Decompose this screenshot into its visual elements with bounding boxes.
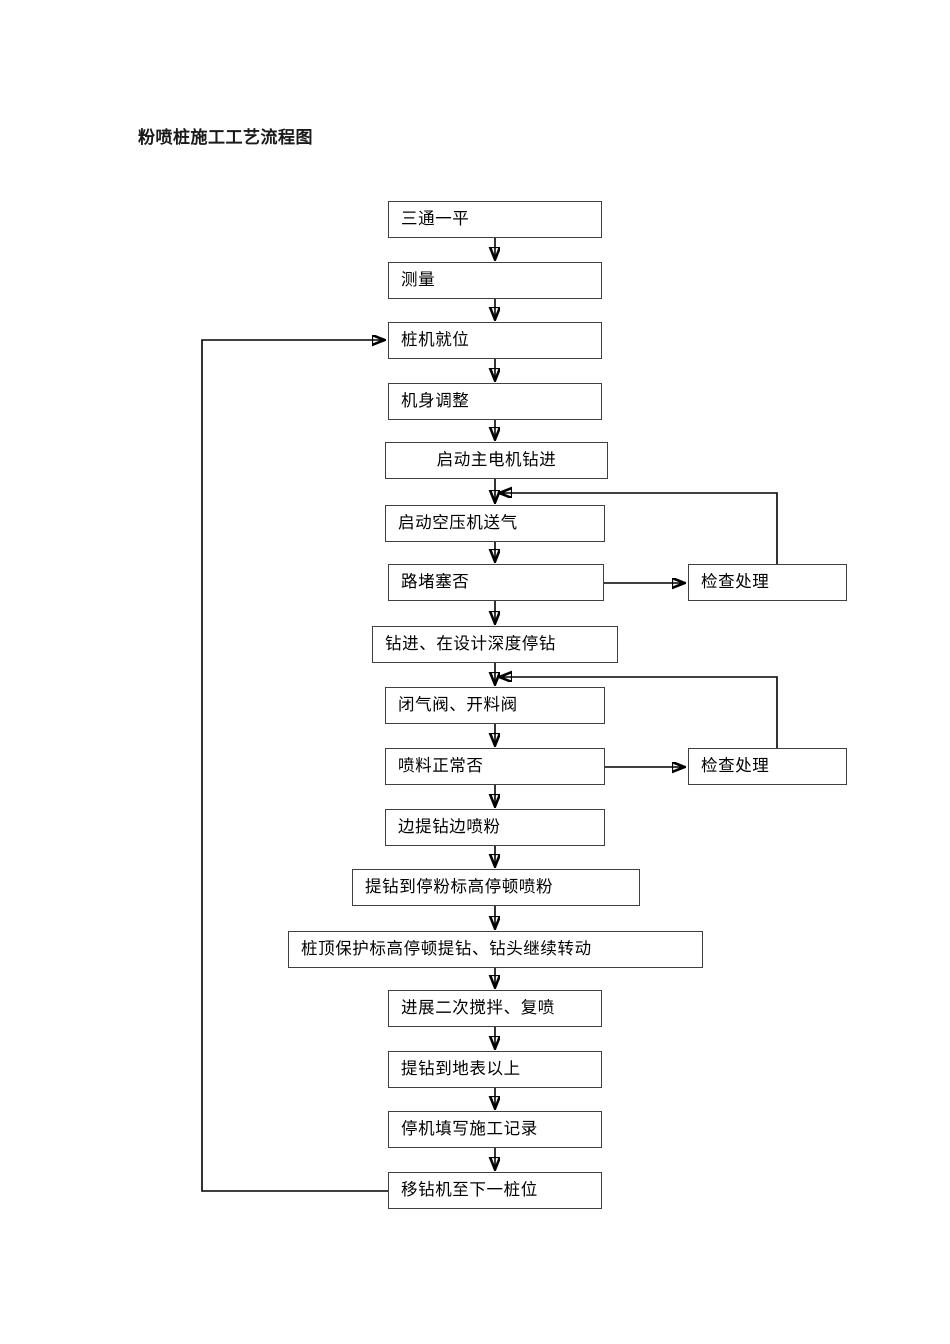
flow-node-n14[interactable]: 进展二次搅拌、复喷 — [388, 990, 602, 1027]
flow-node-n13[interactable]: 桩顶保护标高停顿提钻、钻头继续转动 — [288, 931, 703, 968]
flow-node-label: 钻进、在设计深度停钻 — [385, 634, 556, 654]
flow-node-label: 边提钻边喷粉 — [398, 817, 501, 837]
flow-node-label: 移钻机至下一桩位 — [401, 1180, 538, 1200]
flow-node-label: 喷料正常否 — [398, 756, 484, 776]
flow-node-n9[interactable]: 闭气阀、开料阀 — [385, 687, 605, 724]
flow-node-n12[interactable]: 提钻到停粉标高停顿喷粉 — [352, 869, 640, 906]
flow-node-label: 提钻到停粉标高停顿喷粉 — [365, 877, 554, 897]
flow-node-n2[interactable]: 测量 — [388, 262, 602, 299]
flow-node-n15[interactable]: 提钻到地表以上 — [388, 1051, 602, 1088]
flow-node-n10[interactable]: 喷料正常否 — [385, 748, 605, 785]
flow-node-n11[interactable]: 边提钻边喷粉 — [385, 809, 605, 846]
flow-node-n3[interactable]: 桩机就位 — [388, 322, 602, 359]
flow-node-label: 桩机就位 — [401, 330, 470, 350]
flow-node-label: 进展二次搅拌、复喷 — [401, 998, 555, 1018]
flow-node-check-2[interactable]: 检查处理 — [688, 748, 847, 785]
flow-node-label: 检查处理 — [701, 572, 770, 592]
flow-node-label: 停机填写施工记录 — [401, 1119, 538, 1139]
flow-node-label: 测量 — [401, 270, 436, 290]
flow-node-check-1[interactable]: 检查处理 — [688, 564, 847, 601]
flow-node-n1[interactable]: 三通一平 — [388, 201, 602, 238]
flow-node-label: 启动主电机钻进 — [436, 450, 557, 470]
flow-node-n6[interactable]: 启动空压机送气 — [385, 505, 605, 542]
flow-node-label: 启动空压机送气 — [398, 513, 518, 533]
flow-node-label: 桩顶保护标高停顿提钻、钻头继续转动 — [301, 939, 592, 959]
flow-node-n7[interactable]: 路堵塞否 — [388, 564, 604, 601]
flow-node-label: 路堵塞否 — [401, 572, 470, 592]
edge-n17-n3 — [201, 340, 388, 1192]
flow-node-label: 提钻到地表以上 — [401, 1059, 521, 1079]
flow-node-n5[interactable]: 启动主电机钻进 — [385, 442, 608, 479]
flow-node-n17[interactable]: 移钻机至下一桩位 — [388, 1172, 602, 1209]
flow-node-n16[interactable]: 停机填写施工记录 — [388, 1111, 602, 1148]
flow-node-n8[interactable]: 钻进、在设计深度停钻 — [372, 626, 618, 663]
flow-node-label: 机身调整 — [401, 391, 470, 411]
flow-node-n4[interactable]: 机身调整 — [388, 383, 602, 420]
page-title: 粉喷桩施工工艺流程图 — [138, 128, 313, 148]
flow-node-label: 检查处理 — [701, 756, 770, 776]
flow-node-label: 闭气阀、开料阀 — [398, 695, 518, 715]
flow-node-label: 三通一平 — [401, 209, 470, 229]
